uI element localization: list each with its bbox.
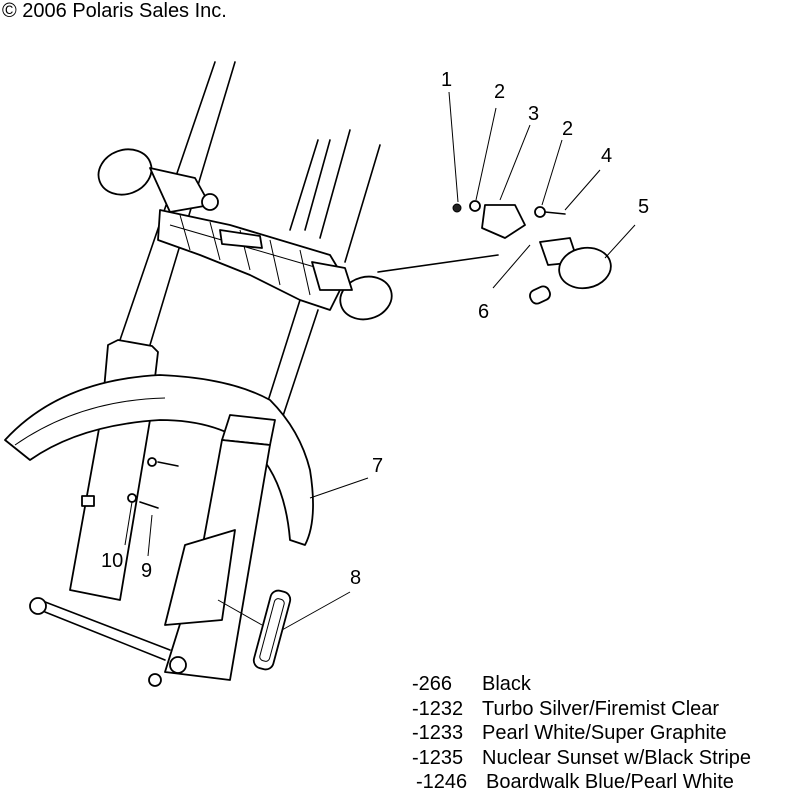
legend-row: -1233 Pearl White/Super Graphite — [412, 721, 751, 746]
callout-1: 1 — [441, 69, 453, 91]
callout-2-second: 2 — [562, 118, 574, 140]
legend-description: Pearl White/Super Graphite — [482, 722, 727, 744]
legend-description: Black — [482, 673, 531, 695]
leader-lines — [124, 91, 636, 631]
legend-code: -1235 — [412, 746, 464, 769]
exploded-parts — [377, 200, 612, 305]
reflector — [252, 589, 292, 671]
legend-row: -1246 Boardwalk Blue/Pearl White — [416, 770, 751, 795]
callout-2: 2 — [494, 81, 506, 103]
color-code-legend: -266 Black -1232 Turbo Silver/Firemist C… — [412, 672, 751, 795]
right-fork-leg — [148, 414, 276, 687]
legend-description: Boardwalk Blue/Pearl White — [486, 771, 734, 793]
callout-4: 4 — [601, 145, 613, 167]
callout-6: 6 — [478, 301, 490, 323]
legend-description: Turbo Silver/Firemist Clear — [482, 697, 720, 720]
legend-row: -266 Black — [412, 672, 751, 697]
legend-code: -1232 — [412, 697, 464, 720]
callout-8: 8 — [350, 567, 362, 589]
legend-row: -1235 Nuclear Sunset w/Black Stripe — [412, 746, 751, 771]
legend-code: -1233 — [412, 722, 464, 744]
callout-9: 9 — [141, 560, 153, 582]
copyright-text: © 2006 Polaris Sales Inc. — [2, 0, 227, 22]
callout-3: 3 — [528, 103, 540, 125]
callout-7: 7 — [372, 455, 384, 477]
right-turn-signal — [311, 261, 393, 321]
legend-code: -266 — [412, 673, 453, 695]
left-turn-signal — [97, 148, 219, 213]
axle — [29, 597, 171, 661]
legend-row: -1232 Turbo Silver/Firemist Clear — [412, 697, 751, 722]
fender-hardware — [81, 457, 179, 509]
callout-5: 5 — [638, 196, 650, 218]
legend-code: -1246 — [416, 771, 468, 793]
callout-10: 10 — [101, 550, 124, 572]
triple-clamp — [157, 209, 346, 311]
legend-description: Nuclear Sunset w/Black Stripe — [482, 746, 752, 769]
